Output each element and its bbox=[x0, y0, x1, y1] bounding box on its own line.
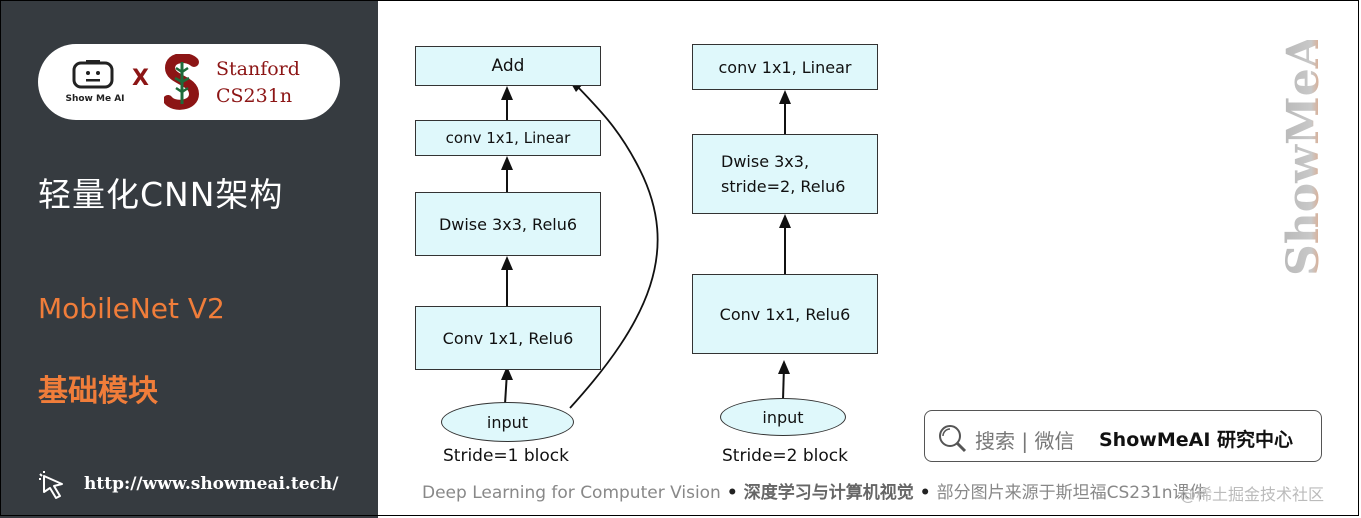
footer-sep1: • bbox=[726, 483, 738, 503]
search-box[interactable]: 搜索 | 微信 ShowMeAI 研究中心 bbox=[924, 410, 1322, 462]
partner-line1: Stanford bbox=[216, 58, 300, 80]
node-r-dwise-line1: Dwise 3x3, bbox=[721, 152, 810, 171]
caption-stride1: Stride=1 block bbox=[443, 446, 569, 466]
node-r-conv-linear: conv 1x1, Linear bbox=[692, 44, 878, 90]
node-conv-linear: conv 1x1, Linear bbox=[415, 120, 601, 156]
robot-logo-icon bbox=[72, 60, 114, 89]
footer-course: Deep Learning for Computer Vision bbox=[422, 483, 721, 503]
edge-input-conv bbox=[504, 371, 508, 405]
stanford-logo-icon bbox=[164, 54, 200, 110]
search-icon bbox=[939, 425, 967, 453]
search-brand: ShowMeAI 研究中心 bbox=[1099, 429, 1293, 451]
footer-source: 部分图片来源于斯坦福CS231n课件 bbox=[936, 483, 1207, 503]
footer: Deep Learning for Computer Vision•深度学习与计… bbox=[422, 478, 1206, 503]
juejin-credit: @稀土掘金技术社区 bbox=[1180, 485, 1325, 504]
arrowhead-conv-dwise bbox=[501, 256, 513, 270]
showmeai-watermark: ShowMeAI bbox=[1278, 40, 1329, 276]
node-r-dwise-line2: stride=2, Relu6 bbox=[721, 177, 846, 196]
node-conv-relu: Conv 1x1, Relu6 bbox=[415, 306, 601, 370]
website-link[interactable]: http://www.showmeai.tech/ bbox=[38, 468, 368, 502]
logo-caption: Show Me AI bbox=[65, 94, 125, 104]
node-r-conv-relu: Conv 1x1, Relu6 bbox=[692, 274, 878, 354]
footer-sep2: • bbox=[919, 483, 931, 503]
partner-line2: CS231n bbox=[216, 85, 293, 107]
node-dwise: Dwise 3x3, Relu6 bbox=[415, 192, 601, 256]
node-add: Add bbox=[415, 46, 601, 86]
x-mark: X bbox=[132, 66, 149, 91]
search-label: 搜索 | 微信 bbox=[975, 429, 1075, 453]
watermark-text: ShowMeAI bbox=[1278, 40, 1329, 276]
node-input: input bbox=[441, 402, 574, 442]
logo-pill: Show Me AI X Stanford CS231n bbox=[38, 44, 340, 120]
website-link-text[interactable]: http://www.showmeai.tech/ bbox=[84, 474, 339, 494]
node-r-input: input bbox=[720, 398, 846, 436]
cursor-click-icon bbox=[39, 471, 63, 499]
footer-chinese-course: 深度学习与计算机视觉 bbox=[743, 483, 914, 503]
caption-stride2: Stride=2 block bbox=[722, 446, 848, 466]
subtitle: MobileNet V2 bbox=[38, 292, 225, 325]
partner-name: Stanford CS231n bbox=[216, 56, 300, 110]
subtitle-block: 基础模块 bbox=[38, 374, 158, 409]
node-r-dwise: Dwise 3x3, stride=2, Relu6 bbox=[692, 134, 878, 214]
arrowhead-r-conv-dwise bbox=[779, 214, 791, 228]
left-panel: Show Me AI X Stanford CS231n 轻量化CNN架构 Mo… bbox=[0, 0, 378, 518]
arrowhead-r-dwise-linear bbox=[779, 90, 791, 104]
arrowhead-linear-add bbox=[501, 86, 513, 100]
section-title: 轻量化CNN架构 bbox=[38, 175, 284, 214]
arrowhead-r-input-conv bbox=[778, 360, 790, 374]
edge-r-input-conv bbox=[782, 365, 785, 401]
arrowhead-dwise-linear bbox=[501, 156, 513, 170]
